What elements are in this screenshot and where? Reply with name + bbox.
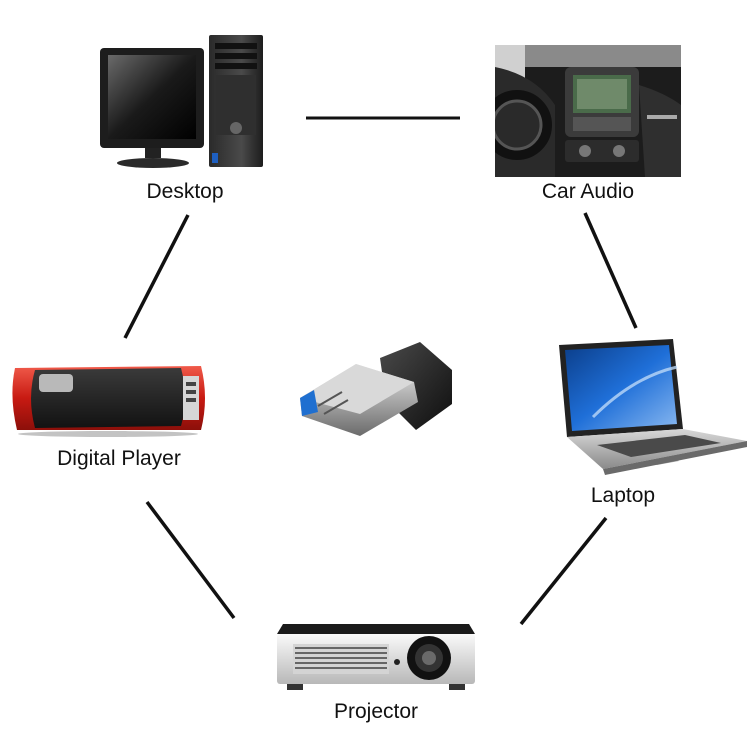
connector-car-audio-laptop: [583, 212, 638, 329]
car-audio-device: [495, 45, 681, 177]
projector-device: [273, 620, 479, 692]
projector-label: Projector: [333, 700, 419, 723]
digital-player-device: [5, 356, 210, 438]
connector-laptop-projector: [519, 516, 608, 626]
projector-icon: [277, 624, 475, 690]
digital-player-icon: [12, 366, 205, 437]
laptop-label: Laptop: [590, 484, 656, 507]
laptop-icon: [559, 339, 747, 475]
car-audio-label: Car Audio: [541, 180, 635, 203]
desktop-computer-icon: [100, 35, 263, 168]
usb-drive-device: [290, 340, 460, 440]
laptop-device: [553, 337, 749, 477]
desktop-label: Desktop: [146, 180, 224, 203]
car-audio-icon: [495, 45, 681, 177]
desktop-device: [95, 33, 275, 173]
connector-digital-player-projector: [145, 500, 236, 620]
connector-desktop-digital-player: [123, 214, 190, 339]
digital-player-label: Digital Player: [57, 447, 181, 470]
usb-flash-drive-icon: [300, 342, 452, 436]
